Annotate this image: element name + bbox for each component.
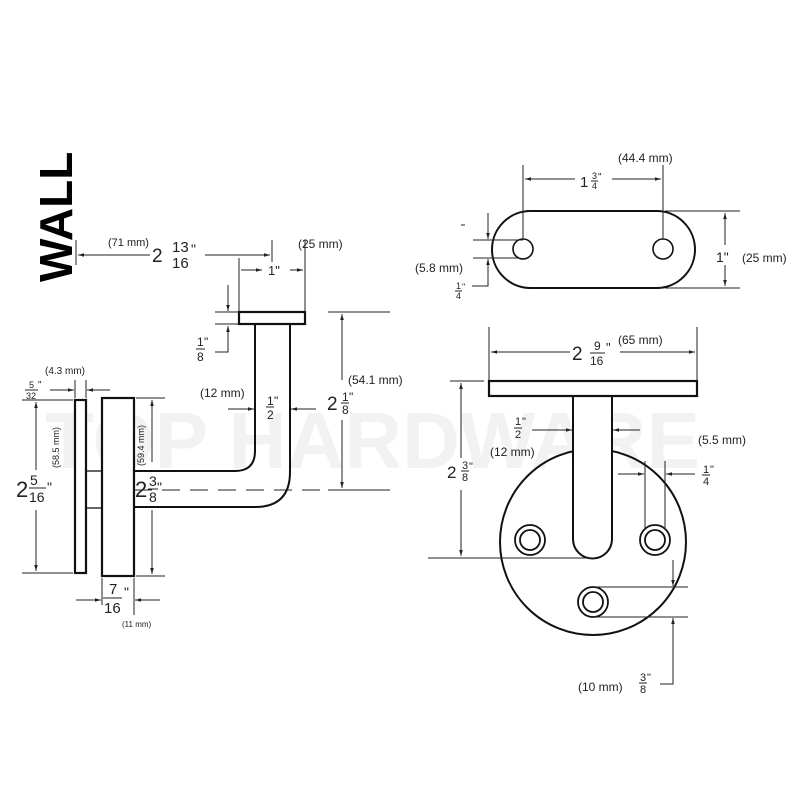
front-view: 2 9 16 " (65 mm) 1 2 " (12 mm) 2 3 8 " (… xyxy=(428,327,746,696)
side-view: (71 mm) 2 13 16 " 1" (25 mm) 1 8 " (12 m… xyxy=(16,237,403,629)
arm-diameter-mm: (12 mm) xyxy=(200,386,245,400)
escutcheon-thickness-mm: (4.3 mm) xyxy=(45,366,85,377)
saddle-plate-top xyxy=(491,210,696,289)
saddle-plate xyxy=(237,310,307,326)
saddle-plate-front xyxy=(487,379,699,398)
svg-text:": " xyxy=(191,241,196,257)
base-thickness-mm: (11 mm) xyxy=(122,620,152,629)
saddle-width-label: 1 xyxy=(268,263,275,278)
stem-width-num: 1 xyxy=(515,416,521,428)
screw-hole xyxy=(577,586,609,618)
stem-width-mm: (12 mm) xyxy=(490,445,535,459)
base-height-num: 3 xyxy=(149,473,157,489)
arm-height-den: 8 xyxy=(342,403,349,417)
svg-text:": " xyxy=(462,282,465,292)
screw-hole xyxy=(652,238,674,260)
arm-inner xyxy=(134,324,256,472)
escutcheon-thickness-den: 32 xyxy=(26,391,36,401)
wall-title: WALL xyxy=(30,152,82,282)
base-height-mm: (59.4 mm) xyxy=(136,425,146,466)
hole-spacing-whole: 1 xyxy=(580,174,588,191)
base-plate xyxy=(100,396,136,578)
front-hole-den: 4 xyxy=(703,476,709,488)
svg-text:": " xyxy=(157,479,162,495)
svg-text:": " xyxy=(349,390,353,404)
plate-thickness-num: 1 xyxy=(197,335,204,349)
plate-thickness-den: 8 xyxy=(197,350,204,364)
reach-num: 13 xyxy=(172,239,189,256)
svg-text:1": 1" xyxy=(268,263,280,278)
arm-diameter-num: 1 xyxy=(267,394,274,408)
front-hole-num: 1 xyxy=(703,464,709,476)
hole-diameter-num: 1 xyxy=(456,281,461,291)
hole-diameter-mm: (5.8 mm) xyxy=(415,261,463,275)
screw-hole xyxy=(514,524,546,556)
base-thickness-num: 7 xyxy=(109,581,117,598)
plate-length-mm: (65 mm) xyxy=(618,333,663,347)
hole-spacing-num: 3 xyxy=(592,171,597,181)
top-plate-width-mm: (25 mm) xyxy=(742,251,787,265)
svg-text:": " xyxy=(469,461,473,473)
svg-text:": " xyxy=(522,416,526,428)
svg-text:": " xyxy=(124,584,129,600)
base-thickness-den: 16 xyxy=(104,600,121,617)
hole-spacing-mm: (44.4 mm) xyxy=(618,151,673,165)
hole-spacing-den: 4 xyxy=(592,181,597,191)
svg-text:": " xyxy=(710,464,714,476)
front-height-num: 3 xyxy=(462,460,468,472)
top-plate-width-label: 1 xyxy=(716,249,724,265)
plate-length-whole: 2 xyxy=(572,344,583,365)
escutcheon-plate xyxy=(73,398,88,575)
plate-length-num: 9 xyxy=(594,339,601,353)
svg-text:": " xyxy=(47,479,52,495)
base-height-den: 8 xyxy=(149,489,157,505)
arm-height-num: 1 xyxy=(342,390,349,404)
svg-text:": " xyxy=(204,335,208,349)
stem-width-den: 2 xyxy=(515,429,521,441)
escutcheon-height-mm: (58.5 mm) xyxy=(51,427,61,468)
escutcheon-height-num: 5 xyxy=(30,472,38,488)
saddle-width-mm: (25 mm) xyxy=(298,237,343,251)
svg-text:": " xyxy=(38,380,42,391)
front-hole-mm: (5.5 mm) xyxy=(698,433,746,447)
edge-offset-num: 3 xyxy=(640,672,646,684)
base-height-whole: 2 xyxy=(135,477,147,502)
arm-height-mm: (54.1 mm) xyxy=(348,373,403,387)
arm-diameter-den: 2 xyxy=(267,408,274,422)
screw-hole xyxy=(639,524,671,556)
escutcheon-height-den: 16 xyxy=(29,489,45,505)
edge-offset-den: 8 xyxy=(640,684,646,696)
front-height-whole: 2 xyxy=(447,463,456,482)
reach-den: 16 xyxy=(172,255,189,272)
escutcheon-height-whole: 2 xyxy=(16,477,28,502)
svg-text:1": 1" xyxy=(716,249,729,265)
stem xyxy=(572,396,613,560)
svg-text:": " xyxy=(606,340,611,355)
hole-diameter-den: 4 xyxy=(456,291,461,301)
front-height-den: 8 xyxy=(462,472,468,484)
escutcheon-thickness-num: 5 xyxy=(29,380,34,390)
svg-text:": " xyxy=(274,394,278,408)
edge-offset-mm: (10 mm) xyxy=(578,680,623,694)
reach-whole: 2 xyxy=(152,246,163,267)
plate-length-den: 16 xyxy=(590,354,604,368)
reach-mm: (71 mm) xyxy=(108,237,149,249)
arm-height-whole: 2 xyxy=(327,394,338,415)
svg-text:": " xyxy=(647,672,651,684)
top-view: 1 3 4 " (44.4 mm) 1" (25 mm) (5.8 mm) 1 … xyxy=(415,151,787,301)
arm-outer xyxy=(134,324,291,508)
svg-text:": " xyxy=(598,172,602,183)
screw-hole xyxy=(512,238,534,260)
